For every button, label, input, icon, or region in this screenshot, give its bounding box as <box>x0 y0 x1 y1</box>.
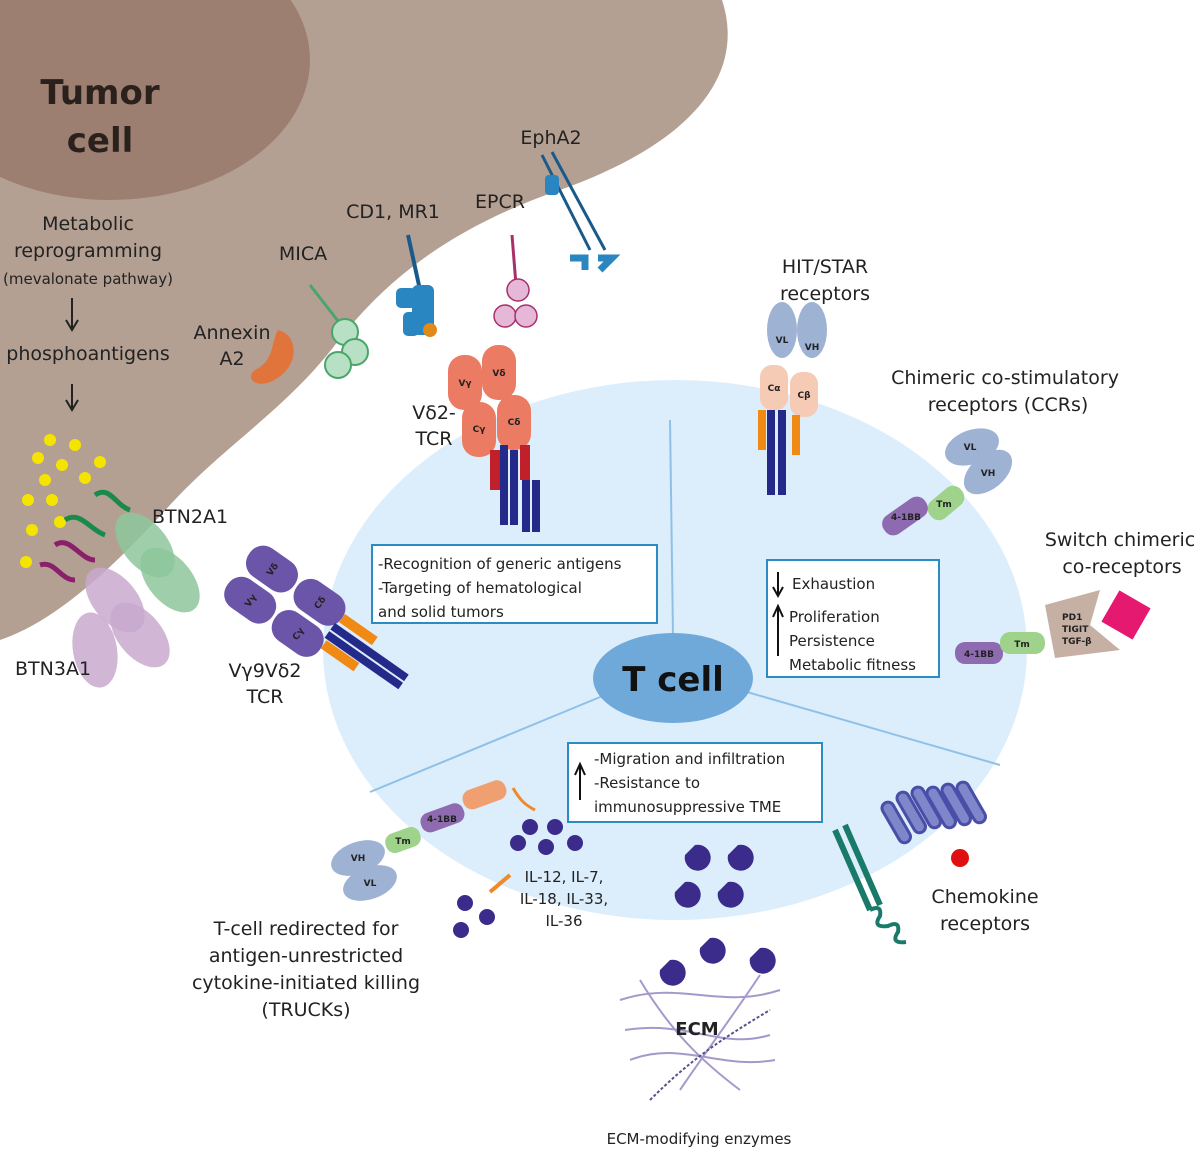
box-line: and solid tumors <box>378 603 504 621</box>
chemokine-label-2: receptors <box>940 913 1030 935</box>
domain-label: Vδ <box>492 369 505 379</box>
cytokines: IL-12, IL-7, IL-18, IL-33, IL-36 <box>453 787 608 938</box>
chemokine-label-1: Chemokine <box>931 886 1038 908</box>
switch-receptor: 4-1BB Tm PD1 TIGIT TGF-β Switch chimeric… <box>955 529 1195 664</box>
vd2-tcr-label-1: Vδ2- <box>412 402 456 424</box>
ecm-enzymes: ECM ECM-modifying enzymes <box>607 844 792 1148</box>
exhaustion-text: Exhaustion <box>792 575 875 593</box>
vg9vd2-tcr-label-1: Vγ9Vδ2 <box>228 660 301 682</box>
truck-receptor: VH VL Tm 4-1BB T-cell redirected for ant… <box>192 780 507 1021</box>
tumor-nucleus <box>0 0 310 200</box>
domain-label: VL <box>964 443 977 453</box>
annexin-a2: Annexin A2 <box>193 322 294 384</box>
ccr-label-2: receptors (CCRs) <box>928 394 1089 416</box>
hit-star-receptor: VL VH Cα Cβ HIT/STAR receptors <box>758 256 870 495</box>
domain-label: TIGIT <box>1062 625 1089 635</box>
domain-label: Cα <box>768 384 781 394</box>
annexin-label-2: A2 <box>219 348 244 370</box>
domain-label: Cγ <box>473 425 486 435</box>
ccr-label-1: Chimeric co-stimulatory <box>891 367 1119 389</box>
phosphoantigens-label: phosphoantigens <box>6 343 169 365</box>
domain-label: VL <box>776 336 789 346</box>
chemokine-receptor: Chemokine receptors <box>832 780 1039 945</box>
domain-label: Cδ <box>508 418 521 428</box>
exhaustion-box: Exhaustion Proliferation Persistence Met… <box>766 559 940 678</box>
arrow-down-icon <box>65 298 79 332</box>
domain-label: Tm <box>1014 640 1030 650</box>
domain-label: Cβ <box>797 391 811 401</box>
hit-star-label-1: HIT/STAR <box>782 256 868 278</box>
metabolic-label-1: Metabolic <box>42 213 134 235</box>
arrow-up-icon <box>574 761 586 800</box>
trucks-label-2: antigen-unrestricted <box>209 945 403 967</box>
trucks-label-4: (TRUCKs) <box>261 999 350 1021</box>
hit-star-label-2: receptors <box>780 283 870 305</box>
migration-box: -Migration and infiltration -Resistance … <box>567 742 823 823</box>
switch-ligand <box>1101 590 1151 640</box>
epha2-label: EphA2 <box>520 127 581 149</box>
domain-label: VH <box>805 343 820 353</box>
btn3a1-label: BTN3A1 <box>15 658 91 680</box>
ecm-label: ECM <box>675 1019 718 1040</box>
vg9vd2-tcr: Vγ Vδ Cγ Cδ <box>224 545 409 690</box>
epcr: EPCR <box>475 191 538 328</box>
domain-label: PD1 <box>1062 613 1082 623</box>
mica: MICA <box>279 243 369 379</box>
tumor-title-1: Tumor <box>40 73 159 113</box>
box-line: Proliferation <box>789 608 880 626</box>
arrow-icon <box>488 873 512 894</box>
domain-label: VL <box>364 879 377 889</box>
cytokine-label-1: IL-12, IL-7, <box>525 868 604 886</box>
ecm-fibers <box>619 974 781 1101</box>
vd2-tcr-label-2: TCR <box>415 428 453 450</box>
domain-label: 4-1BB <box>427 815 457 825</box>
tumor-title-2: cell <box>67 121 134 161</box>
arrow-down-icon <box>772 572 784 599</box>
domain-label: 4-1BB <box>891 513 921 523</box>
box-line: -Targeting of hematological <box>378 579 582 597</box>
cytokine-label-2: IL-18, IL-33, <box>520 890 608 908</box>
metabolic-label-3: (mevalonate pathway) <box>3 270 173 288</box>
epcr-label: EPCR <box>475 191 525 213</box>
vd2-tcr: Vγ Vδ Cγ Cδ Vδ2- TCR <box>412 345 540 532</box>
arrow-down-icon <box>65 384 79 412</box>
mica-label: MICA <box>279 243 327 265</box>
cd1-mr1: CD1, MR1 <box>346 201 440 337</box>
btn2a1-label: BTN2A1 <box>152 506 228 528</box>
domain-label: 4-1BB <box>964 650 994 660</box>
box-line: Metabolic fitness <box>789 656 916 674</box>
domain-label: TGF-β <box>1062 637 1092 647</box>
vg9vd2-tcr-label-2: TCR <box>246 686 284 708</box>
domain-label: VH <box>351 854 366 864</box>
phosphoantigen-dots <box>20 434 106 568</box>
trucks-label-3: cytokine-initiated killing <box>192 972 420 994</box>
trucks-label-1: T-cell redirected for <box>213 918 399 940</box>
domain-label: Tm <box>395 837 411 847</box>
epha2: EphA2 <box>520 127 621 273</box>
ecm-enzymes-label: ECM-modifying enzymes <box>607 1130 792 1148</box>
box-line: -Recognition of generic antigens <box>378 555 622 573</box>
switch-label-2: co-receptors <box>1062 556 1181 578</box>
box-line: -Migration and infiltration <box>594 750 785 768</box>
domain-label: Tm <box>936 500 952 510</box>
box-line: immunosuppressive TME <box>594 798 781 816</box>
annexin-label-1: Annexin <box>193 322 270 344</box>
cytokine-label-3: IL-36 <box>545 912 582 930</box>
generic-antigens-box: -Recognition of generic antigens -Target… <box>371 544 658 624</box>
domain-label: Vγ <box>458 379 471 389</box>
t-cell-label: T cell <box>622 660 724 700</box>
btn2a1-btn3a1: BTN2A1 BTN3A1 <box>15 489 228 688</box>
switch-label-1: Switch chimeric <box>1045 529 1195 551</box>
t-cell-nucleus <box>593 633 753 723</box>
ccr-receptor: VL VH Tm 4-1BB Chimeric co-stimulatory r… <box>882 367 1119 536</box>
arrow-up-icon <box>772 603 784 656</box>
box-line: Persistence <box>789 632 875 650</box>
domain-label: VH <box>981 469 996 479</box>
arrow-icon <box>511 787 536 812</box>
box-line: -Resistance to <box>594 774 700 792</box>
metabolic-label-2: reprogramming <box>14 240 162 262</box>
cd1-mr1-label: CD1, MR1 <box>346 201 440 223</box>
